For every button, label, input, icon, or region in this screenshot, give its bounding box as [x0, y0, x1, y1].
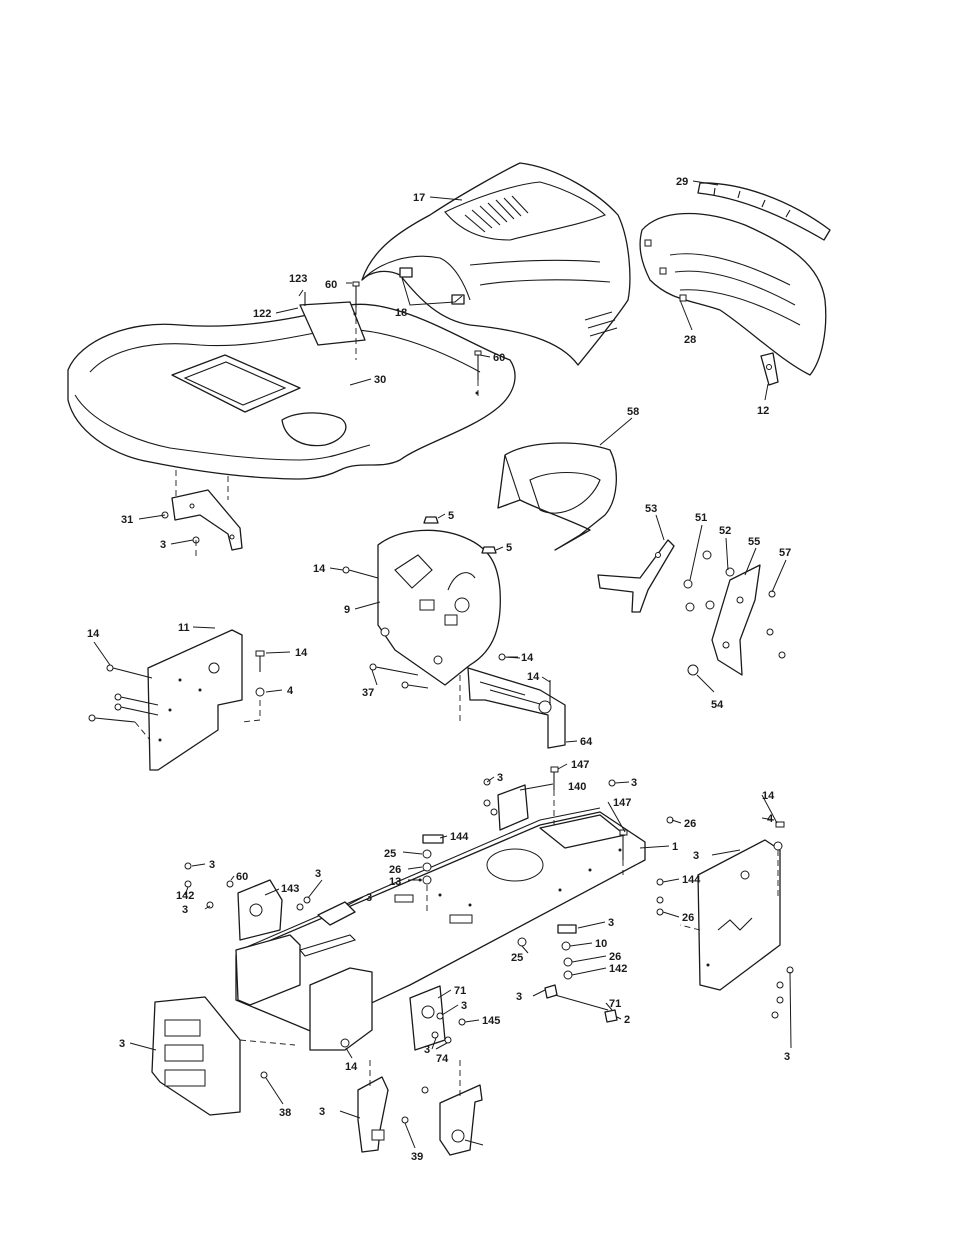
callout-10: 25	[511, 952, 523, 964]
callout-14: 14	[295, 647, 308, 659]
callout-144: 144	[450, 831, 469, 843]
callout-144: 3	[608, 917, 614, 929]
callout-60: 3	[315, 868, 321, 880]
part-140-support	[498, 785, 528, 830]
callout-31: 31	[121, 514, 133, 526]
callout-1: 1	[672, 841, 678, 853]
callout-143: 3	[366, 892, 372, 904]
part-53-bracket	[598, 540, 674, 612]
callout-3: 38	[279, 1107, 291, 1119]
callout-53: 53	[645, 503, 657, 515]
callout-3: 3	[160, 539, 166, 551]
callout-64: 64	[580, 736, 593, 748]
part-31-bracket	[172, 490, 242, 550]
part-38-bracket	[358, 1077, 388, 1152]
callout-3: 60	[236, 871, 248, 883]
callout-26: 13	[389, 876, 401, 888]
callout-29: 29	[676, 176, 688, 188]
callout-17: 17	[413, 192, 425, 204]
callout-25: 26	[389, 864, 401, 876]
callout-14: 14	[762, 790, 775, 802]
callout-37: 37	[362, 687, 374, 699]
callout-55: 55	[748, 536, 760, 548]
callout-71: 2	[624, 1014, 630, 1026]
callout-2: 3	[119, 1038, 125, 1050]
part-55-bracket	[712, 565, 760, 675]
callout-123: 123	[289, 273, 307, 285]
callout-60: 60	[493, 352, 505, 364]
callout-3: 26	[684, 818, 696, 830]
callout-38: 3	[319, 1106, 325, 1118]
callout-14: 14	[87, 628, 100, 640]
callout-3: 142	[176, 890, 194, 902]
callout-5: 5	[506, 542, 512, 554]
callout-58: 58	[627, 406, 639, 418]
callout-14: 14	[313, 563, 326, 575]
callout-11: 11	[178, 622, 190, 634]
callout-3: 145	[482, 1015, 500, 1027]
callout-30: 30	[374, 374, 386, 386]
callout-14: 14	[521, 652, 534, 664]
callout-4: 4	[767, 813, 774, 825]
callout-57: 57	[779, 547, 791, 559]
callout-3: 3	[209, 859, 215, 871]
callout-26: 10	[595, 938, 607, 950]
callout-122: 122	[253, 308, 271, 320]
callout-142: 143	[281, 883, 299, 895]
callout-25: 26	[609, 951, 621, 963]
callout-54: 54	[711, 699, 724, 711]
part-2-front-plate	[152, 997, 240, 1115]
part-12-clip	[761, 353, 778, 385]
callout-3: 26	[682, 912, 694, 924]
callout-51: 51	[695, 512, 707, 524]
part-39-bracket	[440, 1085, 482, 1155]
callout-74: 14	[345, 1061, 358, 1073]
callout-140: 140	[568, 781, 586, 793]
part-11-left-panel	[148, 630, 242, 770]
part-30-fender-deck	[68, 302, 515, 479]
callout-142: 71	[454, 985, 466, 997]
callout-3: 39	[411, 1151, 423, 1163]
callout-3: 3	[497, 772, 503, 784]
part-142a-bracket	[238, 880, 282, 940]
callout-71: 3	[516, 991, 522, 1003]
callout-14: 3	[784, 1051, 790, 1063]
callout-28: 28	[684, 334, 696, 346]
callout-3: 3	[461, 1000, 467, 1012]
callout-3: 3	[424, 1044, 430, 1056]
callout-26: 142	[609, 963, 627, 975]
callout-60: 60	[325, 279, 337, 291]
callout-9: 9	[344, 604, 350, 616]
part-58-shield	[498, 443, 616, 550]
callout-3: 3	[182, 904, 188, 916]
callout-5: 5	[448, 510, 454, 522]
callout-4: 4	[287, 685, 294, 697]
callout-3: 144	[682, 874, 701, 886]
callout-26: 25	[384, 848, 396, 860]
callout-14: 14	[527, 671, 540, 683]
callout-147: 147	[571, 759, 589, 771]
part-28-grille-housing	[640, 214, 826, 375]
callout-3: 74	[436, 1053, 449, 1065]
callout-52: 52	[719, 525, 731, 537]
part-13-right-panel	[698, 840, 780, 990]
callout-145: 71	[609, 998, 621, 1010]
callout-18: 18	[395, 307, 407, 319]
callout-147: 147	[613, 797, 631, 809]
callout-13: 3	[693, 850, 699, 862]
callout-3: 3	[631, 777, 637, 789]
callout-12: 12	[757, 405, 769, 417]
